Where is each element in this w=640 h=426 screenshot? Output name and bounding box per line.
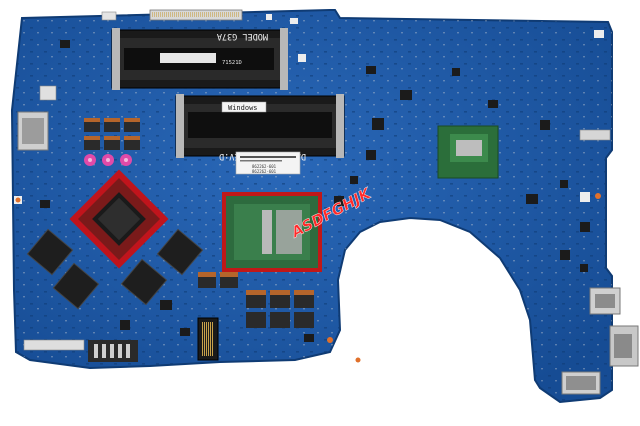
gpu-chip: [69, 169, 169, 269]
pch-chip: [437, 125, 499, 179]
ram-slot-lower: [175, 94, 345, 158]
side-small-connector: [39, 85, 57, 101]
cpu-chip: [222, 192, 322, 272]
vrm-chokes-lower: [198, 272, 314, 328]
usb-ports: [589, 287, 639, 367]
vrm-chokes-upper: [84, 118, 140, 150]
sticker-line-1: 862262-601: [252, 164, 277, 169]
windows-sticker: Windows: [228, 104, 258, 112]
sticker-line-2: 862262-601: [252, 169, 277, 174]
bottom-flex-connector: [23, 339, 85, 351]
power-connector: [88, 340, 138, 362]
ram-slot-upper: [111, 28, 288, 90]
right-flex-connector: [579, 129, 611, 141]
vram-chips: [26, 228, 204, 310]
capacitors-pink: [84, 154, 132, 166]
orange-dots: [15, 193, 601, 363]
small-sticker: 71521D: [222, 60, 242, 66]
small-components: [40, 40, 590, 342]
model-label: MODEL G37A: [217, 31, 268, 41]
